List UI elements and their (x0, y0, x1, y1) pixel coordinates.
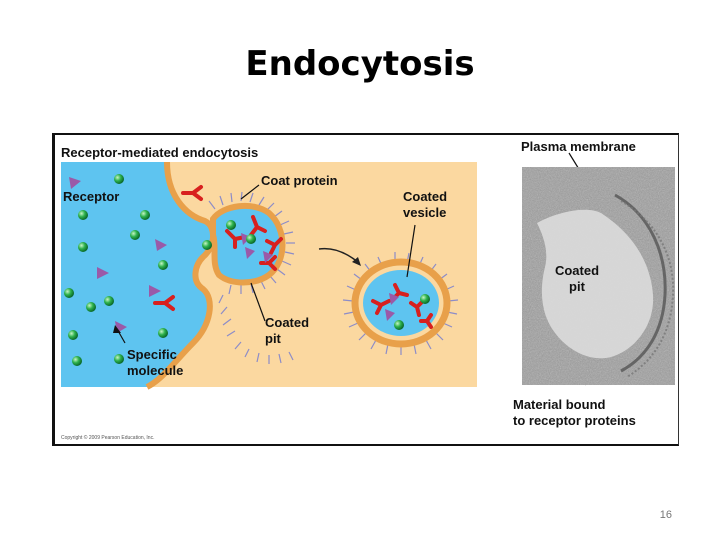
molecule-icon (263, 251, 273, 263)
molecule-icon (155, 239, 167, 251)
extracellular-fluid (61, 162, 214, 387)
receptor-group (153, 185, 433, 329)
copyright-notice: Copyright © 2009 Pearson Education, Inc. (61, 434, 154, 441)
label-plasma-membrane: Plasma membrane (521, 139, 636, 154)
coat-protein-bristles (208, 191, 295, 364)
micrograph-panel (522, 167, 675, 385)
label-material-bound-line2: to receptor proteins (513, 413, 636, 428)
figure-heading: Receptor-mediated endocytosis (61, 145, 258, 160)
receptor-icon (181, 185, 203, 201)
label-coated-vesicle-line2: vesicle (403, 205, 446, 220)
receptor-icon (153, 295, 175, 311)
label-specific-molecule-line2: molecule (127, 363, 183, 378)
receptor-icon (419, 313, 433, 329)
label-coated-pit-line2: pit (265, 331, 282, 346)
receptor-icon (249, 215, 267, 237)
receptor-icon (371, 299, 391, 315)
receptor-icon (265, 237, 283, 255)
particle-group (64, 174, 430, 366)
molecule-icon (385, 309, 395, 321)
label-material-bound-line1: Material bound (513, 397, 606, 412)
label-micrograph-coated-pit-line1: Coated (555, 263, 599, 278)
molecule-icon (149, 285, 161, 297)
molecule-icon (245, 247, 255, 259)
molecule-icon (389, 293, 399, 305)
molecule-icon (69, 177, 81, 189)
label-coated-vesicle-line1: Coated (403, 189, 447, 204)
endocytosis-illustration: Receptor-mediated endocytosis Receptor C… (61, 139, 675, 441)
plasma-membrane (145, 161, 216, 390)
label-coated-pit-line1: Coated (265, 315, 309, 330)
label-coat-protein: Coat protein (261, 173, 338, 188)
page-number: 16 (659, 509, 672, 521)
label-micrograph-coated-pit-line2: pit (569, 279, 586, 294)
label-receptor: Receptor (63, 189, 119, 204)
slide-title: Endocytosis (245, 44, 475, 84)
micrograph-coated-pit (537, 209, 654, 359)
label-specific-molecule-line1: Specific (127, 347, 177, 362)
molecule-icon (97, 267, 109, 279)
endocytosis-figure: Receptor-mediated endocytosis Receptor C… (52, 133, 679, 446)
